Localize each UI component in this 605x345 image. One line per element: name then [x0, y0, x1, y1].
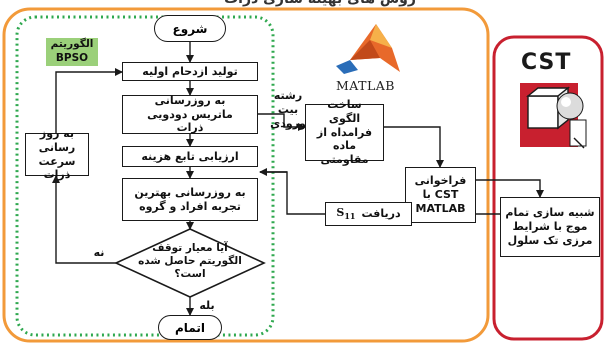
receive-s11-label: دریافت: [361, 207, 401, 221]
update-velocity-box: به روز رسانی سرعت ذرات: [25, 127, 89, 181]
matlab-logo-text: MATLAB: [336, 78, 395, 93]
receive-s11-box: دریافت S11: [325, 202, 412, 226]
cst-red-frame: [492, 35, 604, 341]
call-cst-line3: MATLAB: [415, 202, 466, 216]
bpso-tag-line2: BPSO: [55, 52, 89, 64]
end-node: اتمام: [158, 315, 222, 340]
arrow-velocity-to-init: [55, 68, 123, 133]
matlab-orange-frame: [2, 7, 490, 343]
no-label: نه: [93, 246, 105, 259]
stop-decision-text: آیا معیار توقف الگوریتم حاصل شده است؟: [138, 242, 242, 281]
arrow-to-simulate: [476, 179, 544, 198]
call-cst-line1: فراخوانی: [414, 173, 467, 187]
matlab-logo-icon: [336, 24, 400, 74]
init-population-box: تولید ازدحام اولیه: [122, 62, 258, 81]
arrow-to-build-pattern: [258, 113, 306, 131]
call-cst-box: فراخوانی CST با MATLAB: [405, 167, 476, 223]
update-best-box: به روزرسانی بهترین تجربه افراد و گروه: [122, 178, 258, 221]
bpso-tag: الگوریتم BPSO: [46, 38, 98, 66]
build-pattern-box: ساخت الگوی فرامداه از ماده مقاومتی: [305, 98, 384, 166]
simulate-box: شبیه سازی تمام موج با شرایط مرزی تک سلول: [500, 197, 600, 257]
arrow-no-loop: [52, 175, 116, 264]
stop-decision-diamond: [114, 228, 266, 298]
arrow-s11-to-evaluate: [260, 171, 325, 215]
input-bitstring-label: رشته بیت ورودی: [270, 89, 306, 130]
update-matrix-box: به روزرسانی ماتریس دودویی ذرات: [122, 94, 258, 134]
start-node: شروع: [154, 15, 226, 42]
bpso-tag-line1: الگوریتم: [50, 38, 94, 51]
cst-logo-icon: [520, 83, 587, 149]
cut-off-header: روش های بهینه سازی ذرات: [170, 0, 470, 9]
receive-s11-symbol: S11: [336, 206, 356, 222]
bpso-green-dotted-frame: [15, 15, 275, 337]
yes-label: بله: [199, 299, 215, 312]
arrow-to-call-cst: [384, 126, 444, 168]
evaluate-cost-box: ارزیابی تابع هزینه: [122, 146, 258, 167]
call-cst-line2: CST با: [422, 187, 459, 201]
cst-logo-text: CST: [521, 50, 572, 75]
